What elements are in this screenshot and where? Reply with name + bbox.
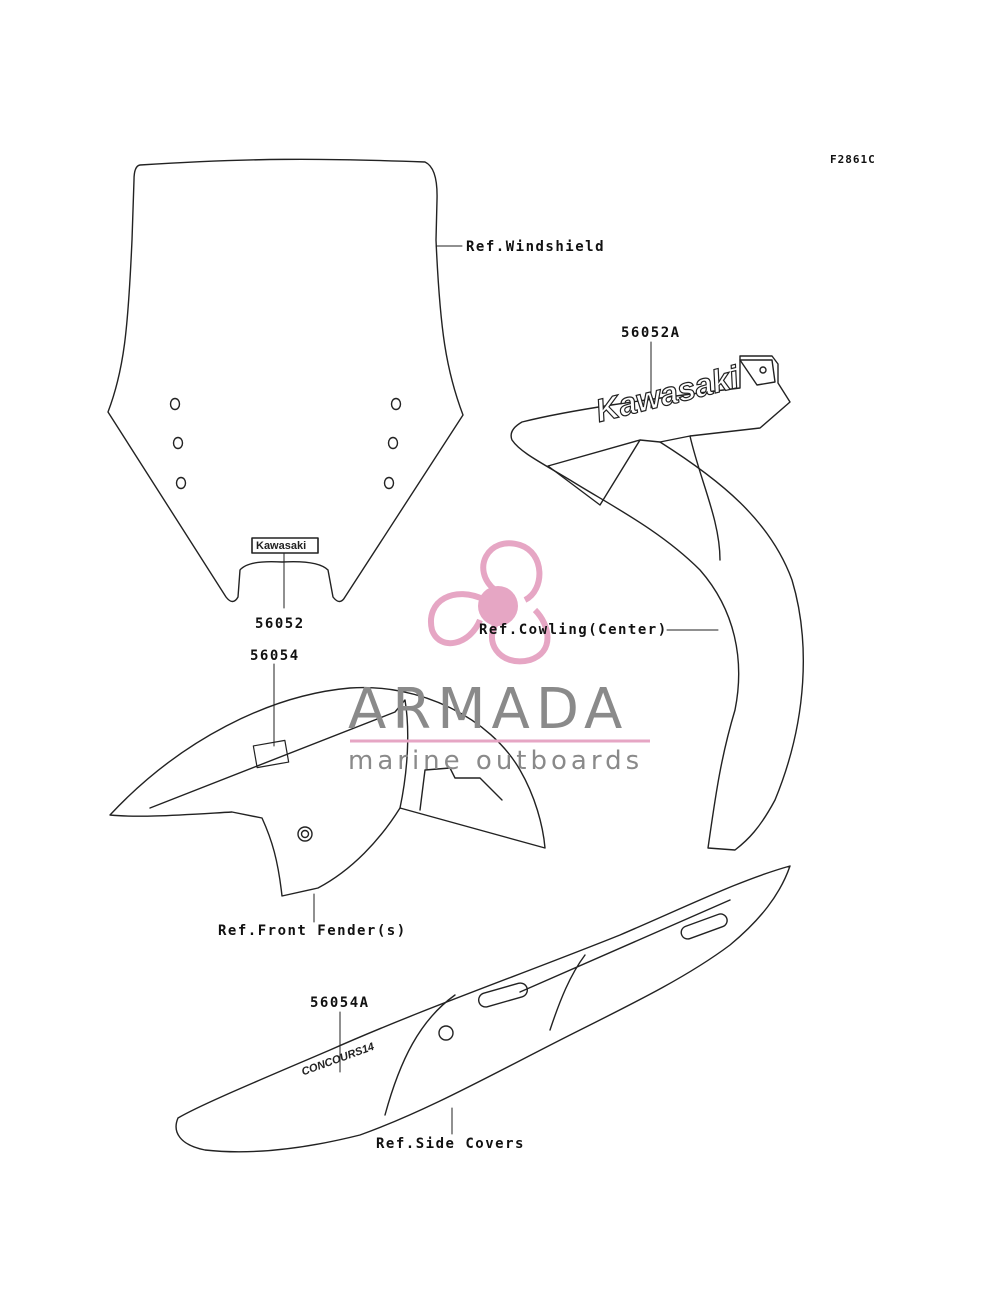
windshield-decal: Kawasaki bbox=[256, 540, 307, 552]
windshield-mount-holes bbox=[169, 397, 402, 490]
label-part-56054: 56054 bbox=[250, 648, 300, 664]
label-windshield-ref: Ref.Windshield bbox=[466, 239, 606, 255]
windshield-outline bbox=[107, 158, 464, 603]
front-fender-bolt bbox=[297, 826, 313, 842]
figure-code: F2861C bbox=[830, 153, 876, 166]
side-cover-ridge bbox=[384, 899, 731, 1116]
watermark-tagline: marine outboards bbox=[348, 746, 644, 776]
cowling-bracket-hole bbox=[759, 366, 767, 374]
windshield-decal-box bbox=[251, 537, 319, 554]
label-cowling-ref: Ref.Cowling(Center) bbox=[479, 622, 668, 638]
front-fender-decal-box bbox=[252, 739, 290, 769]
watermark-propeller-hub bbox=[478, 586, 518, 626]
watermark-propeller-icon bbox=[427, 540, 551, 665]
label-side-covers-ref: Ref.Side Covers bbox=[376, 1136, 525, 1152]
label-part-56052a: 56052A bbox=[621, 325, 681, 341]
front-fender-outline bbox=[109, 686, 546, 897]
watermark-brand: ARMADA bbox=[348, 677, 629, 742]
label-part-56052: 56052 bbox=[255, 616, 305, 632]
label-fender-ref: Ref.Front Fender(s) bbox=[218, 923, 407, 939]
side-cover-vent-2 bbox=[680, 913, 728, 940]
cowling-bracket bbox=[739, 359, 776, 386]
side-cover-bolt bbox=[438, 1025, 454, 1041]
side-cover-vent-1 bbox=[477, 982, 529, 1008]
label-part-56054a: 56054A bbox=[310, 995, 370, 1011]
side-cover-outline bbox=[175, 865, 791, 1153]
front-fender-bracket bbox=[419, 767, 503, 811]
cowling-inner-frame bbox=[547, 435, 721, 561]
cowling-outline bbox=[510, 355, 804, 851]
